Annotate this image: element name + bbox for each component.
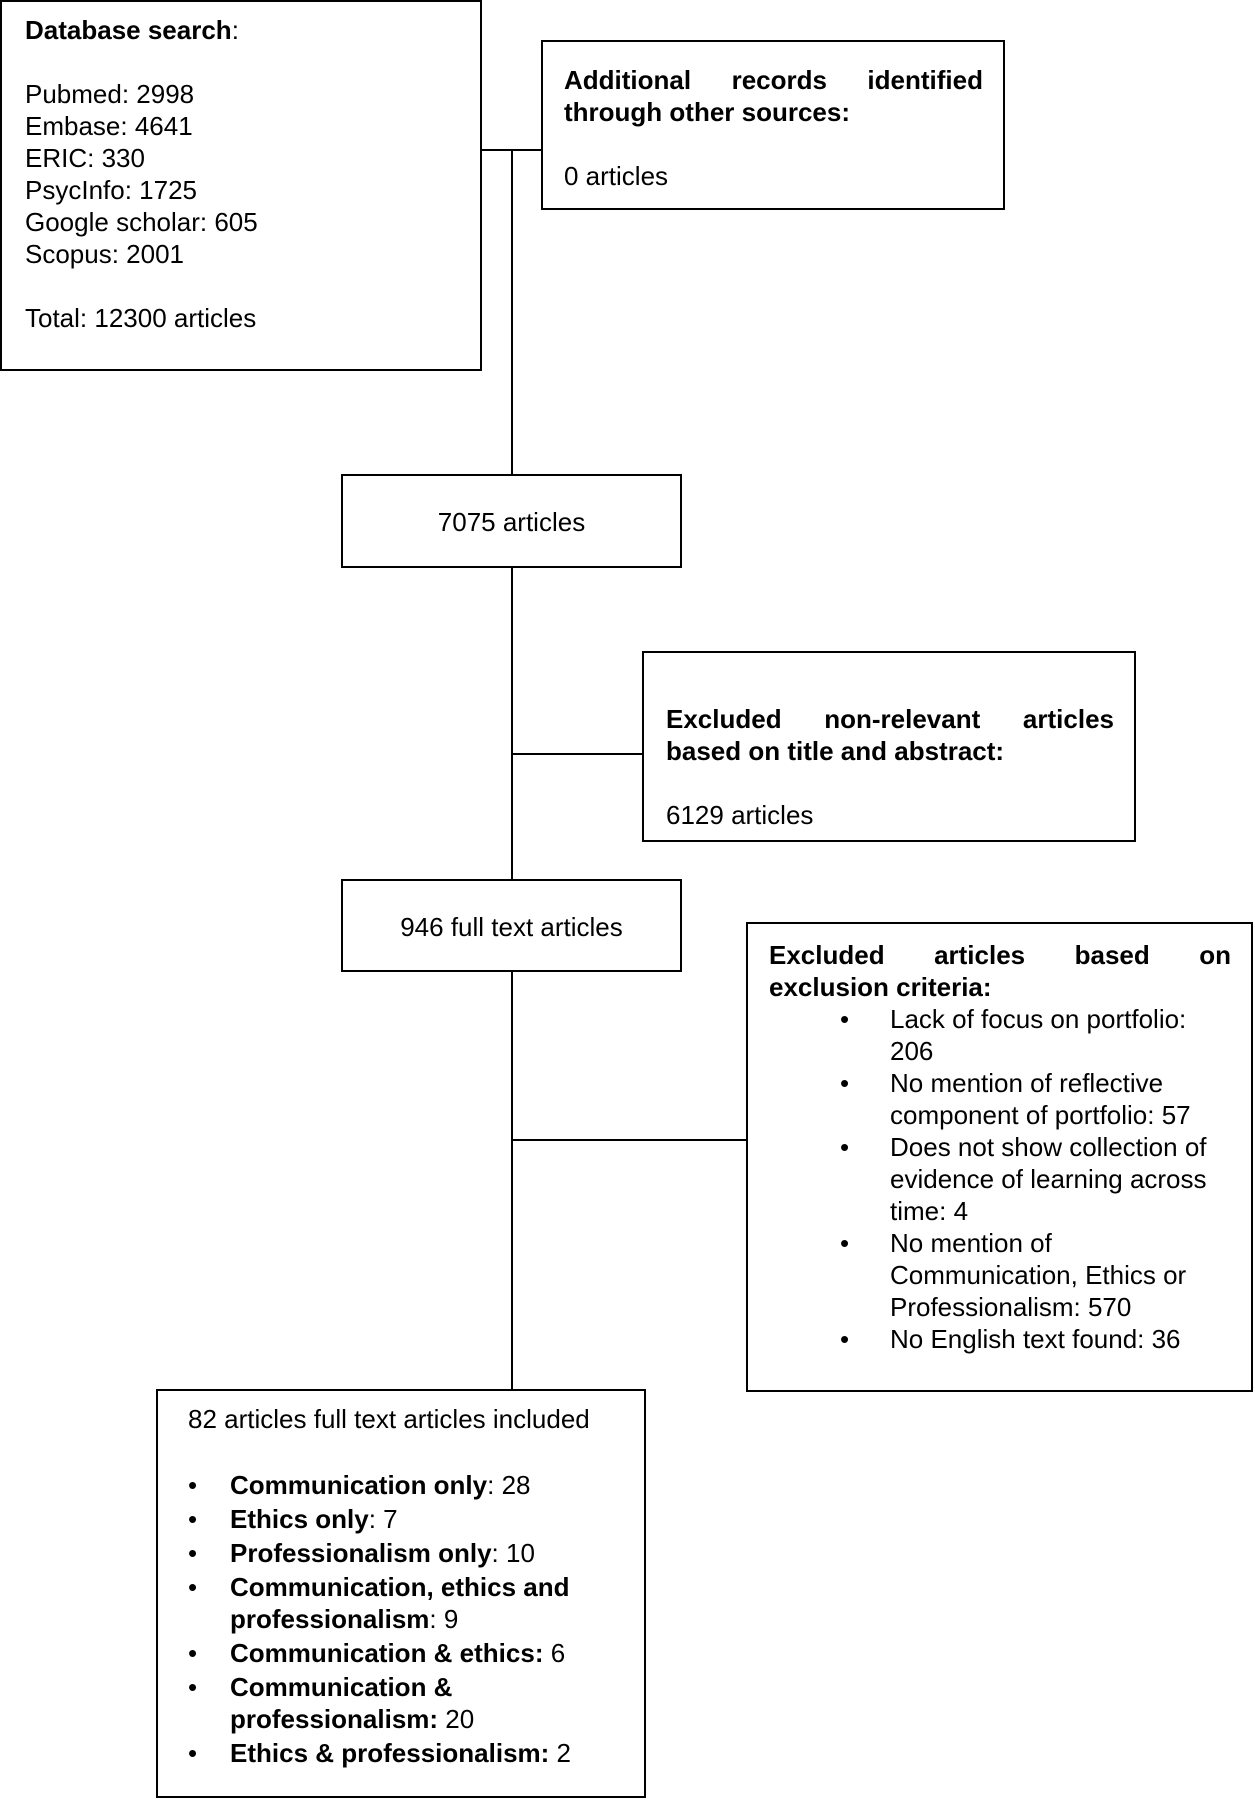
full-text-count: 946 full text articles bbox=[400, 912, 623, 942]
database-search-title: Database search bbox=[25, 15, 232, 45]
connector-to-excluded-criteria bbox=[511, 1139, 747, 1141]
bullet: • bbox=[188, 1638, 198, 1668]
list-item-line: evidence of learning across bbox=[890, 1164, 1207, 1194]
excluded-criteria-list: • Lack of focus on portfolio:206 • No ment… bbox=[769, 1003, 1231, 1355]
list-item-line: No mention of reflective bbox=[890, 1068, 1164, 1098]
database-search-total: Total: 12300 articles bbox=[25, 303, 257, 333]
additional-records-title-line1: Additional records identified bbox=[564, 65, 983, 95]
bullet: • bbox=[188, 1672, 198, 1702]
list-item-bold: professionalism bbox=[230, 1604, 430, 1634]
bullet: • bbox=[188, 1470, 198, 1500]
list-item-bold: Communication only bbox=[230, 1470, 488, 1500]
list-item-bold: Ethics & professionalism: bbox=[230, 1738, 550, 1768]
excluded-title-abstract-box: Excluded non-relevant articles based on … bbox=[642, 651, 1136, 842]
connector-main-vertical-bottom bbox=[511, 970, 513, 1390]
list-item-line: 206 bbox=[890, 1036, 934, 1066]
additional-records-title-line2: through other sources: bbox=[564, 97, 851, 127]
list-item: • No English text found: 36 bbox=[840, 1323, 1231, 1355]
list-item-line: time: 4 bbox=[890, 1196, 969, 1226]
records-screened-count: 7075 articles bbox=[437, 507, 586, 537]
bullet: • bbox=[840, 1132, 850, 1162]
list-item: • Ethics & professionalism: 2 bbox=[188, 1737, 644, 1769]
list-item-line: Communication, Ethics or bbox=[890, 1260, 1187, 1290]
source-count: ERIC: 330 bbox=[25, 143, 145, 173]
bullet: • bbox=[188, 1538, 198, 1568]
list-item-value: : 9 bbox=[429, 1604, 459, 1634]
excluded-criteria-title-line2: exclusion criteria: bbox=[769, 972, 992, 1002]
database-search-box: Database search: Pubmed: 2998 Embase: 46… bbox=[0, 0, 482, 371]
included-list: •Communication only: 28 •Ethics only: 7 … bbox=[188, 1469, 644, 1769]
excluded-title-abstract-title-line1: Excluded non-relevant articles bbox=[666, 704, 1114, 734]
excluded-title-abstract-title-line2: based on title and abstract: bbox=[666, 736, 1005, 766]
list-item-line: component of portfolio: 57 bbox=[890, 1100, 1191, 1130]
source-count: PsycInfo: 1725 bbox=[25, 175, 197, 205]
included-box: 82 articles full text articles included … bbox=[156, 1389, 646, 1798]
database-search-heading: Database search: bbox=[25, 14, 480, 46]
list-item-line: No mention of bbox=[890, 1228, 1052, 1258]
source-count: Google scholar: 605 bbox=[25, 207, 258, 237]
excluded-title-abstract-count: 6129 articles bbox=[666, 800, 814, 830]
bullet: • bbox=[840, 1068, 850, 1098]
list-item-bold: professionalism: bbox=[230, 1704, 439, 1734]
additional-records-box: Additional records identified through ot… bbox=[541, 40, 1005, 210]
source-count: Pubmed: 2998 bbox=[25, 79, 195, 109]
list-item-value: : 7 bbox=[368, 1504, 398, 1534]
excluded-criteria-box: Excluded articles based on exclusion cri… bbox=[746, 922, 1253, 1392]
full-text-box: 946 full text articles bbox=[341, 879, 682, 972]
list-item: • Lack of focus on portfolio:206 bbox=[840, 1003, 1231, 1067]
list-item-line: Professionalism: 570 bbox=[890, 1292, 1132, 1322]
list-item-bold: Communication, ethics and bbox=[230, 1572, 570, 1602]
included-title: 82 articles full text articles included bbox=[188, 1404, 590, 1434]
bullet: • bbox=[840, 1228, 850, 1258]
records-screened-box: 7075 articles bbox=[341, 474, 682, 568]
excluded-criteria-title-line1: Excluded articles based on bbox=[769, 940, 1231, 970]
source-count: Scopus: 2001 bbox=[25, 239, 185, 269]
list-item: • Communication &professionalism: 20 bbox=[188, 1671, 644, 1735]
list-item-line: No English text found: 36 bbox=[890, 1324, 1181, 1354]
list-item-value: : 10 bbox=[491, 1538, 535, 1568]
list-item: • Communication & ethics: 6 bbox=[188, 1637, 644, 1669]
connector-to-excluded-title bbox=[511, 753, 643, 755]
list-item-bold: Communication & ethics: bbox=[230, 1638, 544, 1668]
bullet: • bbox=[188, 1738, 198, 1768]
bullet: • bbox=[840, 1324, 850, 1354]
connector-main-vertical-mid bbox=[511, 566, 513, 882]
list-item-bold: Communication & bbox=[230, 1672, 453, 1702]
connector-db-to-additional bbox=[478, 149, 542, 151]
additional-records-count: 0 articles bbox=[564, 161, 669, 191]
list-item: • Ethics only: 7 bbox=[188, 1503, 644, 1535]
list-item: • Professionalism only: 10 bbox=[188, 1537, 644, 1569]
list-item-value: 2 bbox=[549, 1738, 571, 1768]
list-item-value: : 28 bbox=[487, 1470, 531, 1500]
list-item-bold: Professionalism only bbox=[230, 1538, 492, 1568]
list-item-bold: Ethics only bbox=[230, 1504, 369, 1534]
source-count: Embase: 4641 bbox=[25, 111, 193, 141]
bullet: • bbox=[188, 1504, 198, 1534]
connector-main-vertical-top bbox=[511, 149, 513, 475]
list-item-value: 20 bbox=[438, 1704, 475, 1734]
bullet: • bbox=[840, 1004, 850, 1034]
list-item-value: 6 bbox=[543, 1638, 566, 1668]
list-item-line: Does not show collection of bbox=[890, 1132, 1207, 1162]
list-item-line: Lack of focus on portfolio: bbox=[890, 1004, 1187, 1034]
bullet: • bbox=[188, 1572, 198, 1602]
database-search-title-colon: : bbox=[231, 15, 239, 45]
list-item: • Communication only: 28 bbox=[188, 1469, 644, 1501]
